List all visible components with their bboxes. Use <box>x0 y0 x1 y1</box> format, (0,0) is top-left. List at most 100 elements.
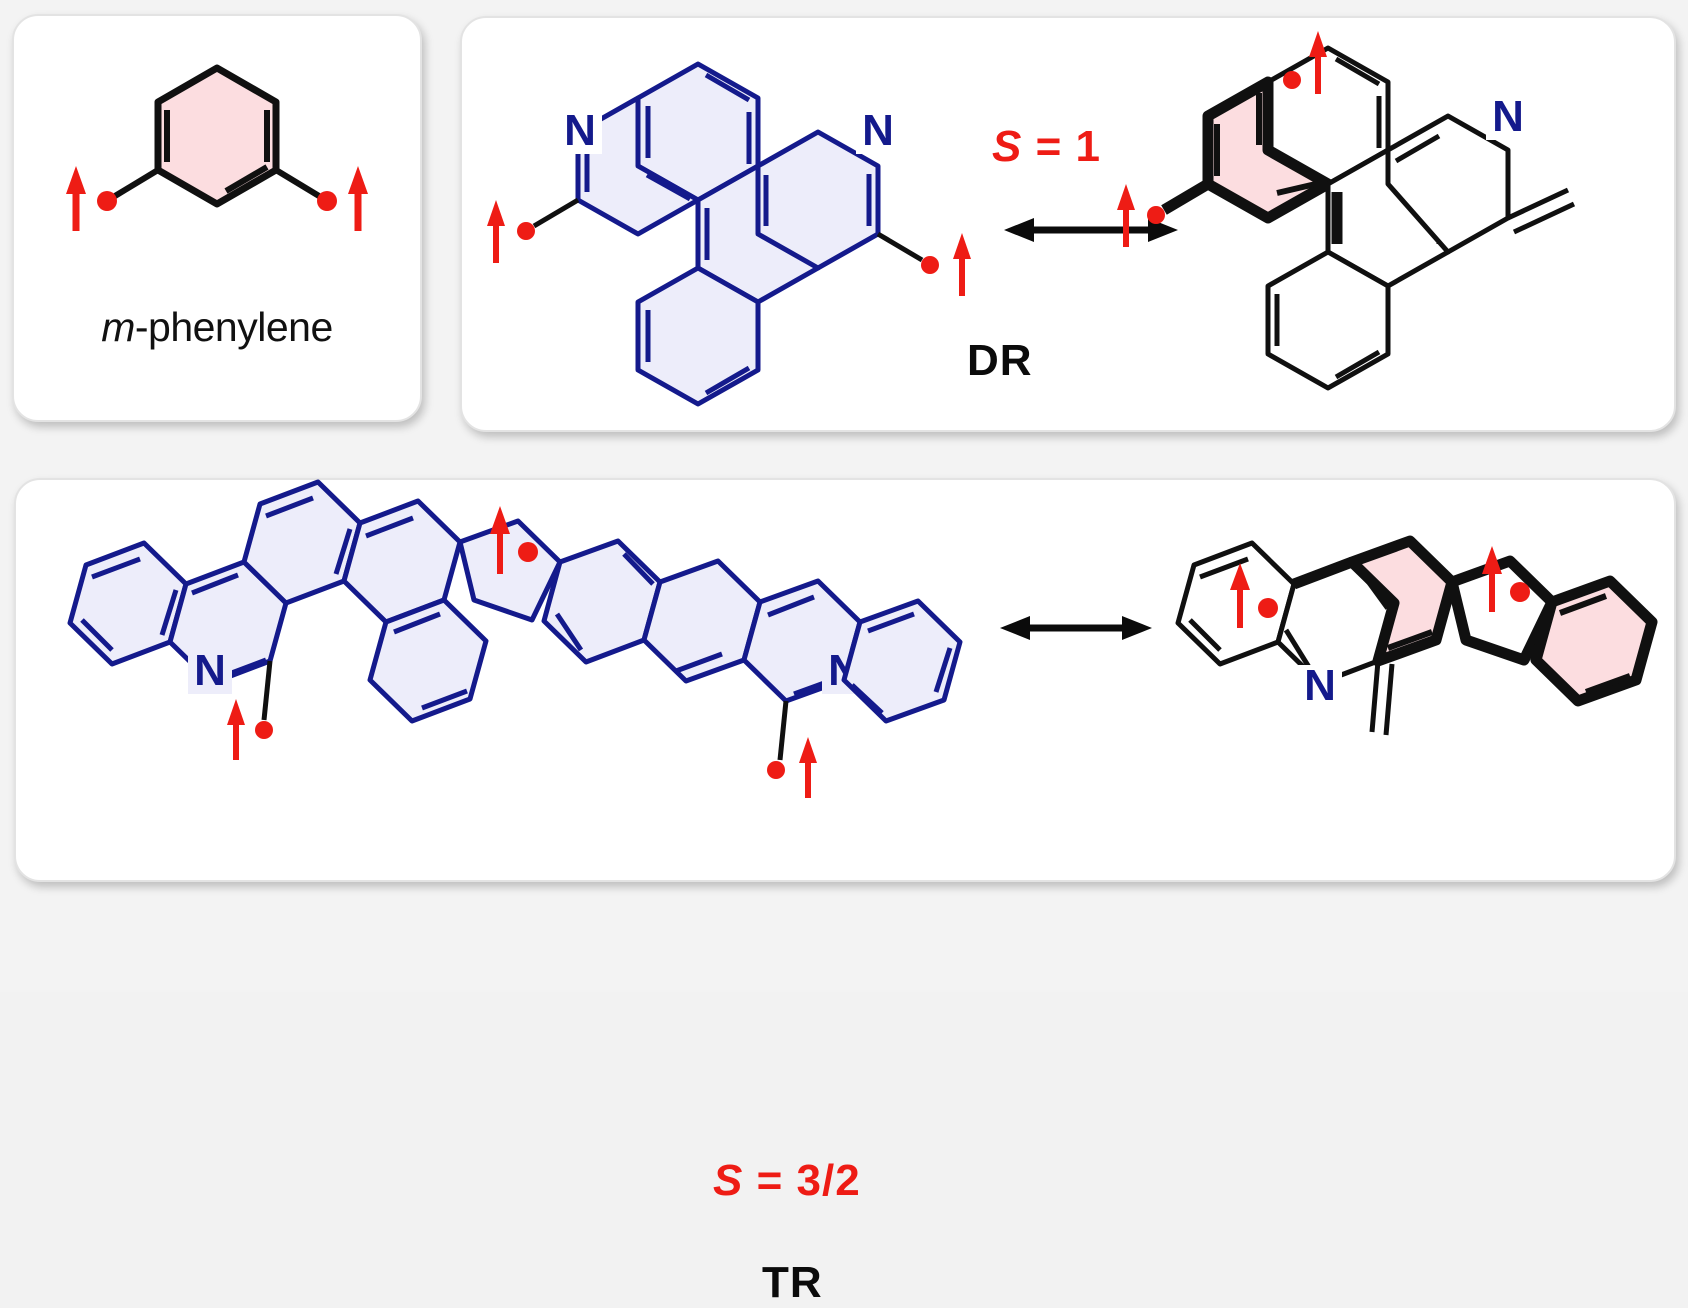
tr-left-naphtho-b-inner-2 <box>393 611 441 635</box>
dr-structures: N N <box>462 18 1674 430</box>
tr-left-ring-naphtho-c <box>541 538 663 665</box>
dr-right-pink-inner-b <box>1276 180 1321 196</box>
tr-svg: N <box>67 479 1658 798</box>
dr-left-pyridine-inner <box>645 172 692 202</box>
tr-right-spin-arrow-2 <box>1482 546 1502 612</box>
dr-spin-label: S = 1 <box>992 122 1101 172</box>
dr-left-n2-bg <box>856 110 900 154</box>
dr-resonance-arrow <box>1004 218 1178 242</box>
tr-right-pink-right-inner-b <box>1584 673 1632 695</box>
tr-left-naphtho-c-inner <box>622 552 655 586</box>
dr-right-spin-arrow-2 <box>1309 31 1327 94</box>
tr-right-benzo-far-inner-b <box>1188 618 1222 652</box>
tr-left-spin-arrow-2 <box>490 506 510 574</box>
dr-left-bottom-inner-b <box>704 365 751 396</box>
dr-right-radical-bond <box>1161 179 1211 215</box>
radical-dot-right <box>317 191 337 211</box>
tr-left-radical-dot-1 <box>255 721 273 739</box>
dr-right-exocyclic-a <box>1506 187 1570 221</box>
tr-right-n1-bg <box>1298 665 1342 709</box>
dr-left-radical-dot-1 <box>517 222 535 240</box>
inner-double-bond-bottom <box>224 164 269 194</box>
dr-right-structure: N <box>1117 31 1576 391</box>
dr-left-ring-bottom <box>635 265 761 407</box>
tr-left-five-ring <box>457 518 563 623</box>
dr-left-n1-bg <box>558 110 602 154</box>
tr-right-benzo-far-inner-a <box>1199 556 1249 580</box>
tr-spin-equals: = <box>756 1156 784 1205</box>
tr-spin-label: S = 3/2 <box>713 1156 861 1206</box>
bond-to-left-radical <box>113 167 160 199</box>
spin-arrow-left <box>66 166 86 231</box>
tr-right-radical-dot-2 <box>1510 582 1530 602</box>
dr-left-nitrogen-2: N <box>862 106 894 155</box>
dr-spin-symbol: S <box>992 122 1023 171</box>
benzene-ring <box>154 64 280 208</box>
dr-right-spin-arrow-1 <box>1117 184 1135 247</box>
bond-to-right-radical <box>274 167 321 199</box>
tr-right-radical-dot-1 <box>1258 598 1278 618</box>
dr-right-bottom-inner-b <box>1334 349 1381 380</box>
tr-left-benzo-far-inner-c <box>159 589 179 636</box>
dr-left-spin-arrow-1 <box>487 200 505 263</box>
figure-canvas: m-phenylene <box>12 14 1676 1307</box>
tr-right-nitrogen-1: N <box>1304 661 1336 710</box>
dr-left-structure: N N <box>487 61 971 407</box>
tr-left-naphtho-a-inner <box>365 515 414 539</box>
tr-left-spin-arrow-3 <box>799 737 817 798</box>
tr-right-structure: N <box>1175 535 1658 736</box>
tr-left-benzo-fr-inner-a <box>867 611 915 634</box>
dr-right-exocyclic-b <box>1512 201 1576 235</box>
dr-svg: N N <box>487 31 1576 407</box>
panel-tr: N <box>14 478 1676 1307</box>
tr-left-n-bg <box>188 650 232 694</box>
tr-type-label: TR <box>762 1258 823 1307</box>
dr-type-label: DR <box>967 336 1033 385</box>
tr-left-benzo-fr-inner-b <box>933 647 953 693</box>
tr-right-pink-right-inner-a <box>1558 593 1608 616</box>
tr-left-nitrogen-1: N <box>194 646 226 695</box>
dr-left-radical-dot-2 <box>921 256 939 274</box>
dr-left-ring-top-inner-b <box>704 72 751 103</box>
tr-spin-value: 3/2 <box>796 1156 861 1205</box>
dr-right-top-inner-a <box>1334 56 1381 87</box>
tr-resonance-arrow <box>1000 616 1152 640</box>
tr-right-pink-left-inner-a <box>1361 573 1391 610</box>
tr-left-naphtho-c-inner-2 <box>554 612 584 652</box>
tr-left-naphtho-d-inner <box>675 651 723 674</box>
dr-right-pyridine-cn-double <box>1394 133 1441 164</box>
caption-suffix: -phenylene <box>134 304 333 350</box>
dr-left-radical-bond-right <box>876 231 924 263</box>
dr-right-radical-dot-2 <box>1283 71 1301 89</box>
dr-right-nitrogen: N <box>1492 92 1524 141</box>
tr-right-exo-left-b <box>1383 663 1395 736</box>
spin-arrow-right <box>348 166 368 231</box>
dr-left-radical-bond-left <box>532 197 580 229</box>
tr-left-pyridine-inner <box>191 572 239 596</box>
tr-left-pyr-right-inner <box>767 594 815 618</box>
tr-left-benzo-far-inner-a <box>91 556 141 580</box>
tr-right-pink-left-inner-b <box>1386 629 1434 651</box>
tr-right-bold-link-left <box>1292 556 1354 590</box>
tr-left-benzo-upper-inner-b <box>333 528 353 575</box>
tr-spin-symbol: S <box>713 1156 744 1205</box>
caption-italic-prefix: m <box>101 304 135 350</box>
dr-left-spin-arrow-2 <box>953 233 971 296</box>
tr-right-spin-arrow-1 <box>1230 563 1250 628</box>
panel-m-phenylene: m-phenylene <box>12 14 422 422</box>
tr-structures: N <box>16 479 1674 880</box>
panel-dr: N N <box>460 16 1676 432</box>
dr-right-ring-bottom <box>1265 249 1391 391</box>
m-phenylene-caption: m-phenylene <box>14 304 420 351</box>
dr-right-radical-dot-1 <box>1147 206 1165 224</box>
tr-right-exo-left-a <box>1369 660 1381 733</box>
benzene-ring-outline <box>154 64 280 208</box>
tr-left-benzo-fr-inner-c <box>850 683 884 715</box>
tr-left-structure: N <box>67 479 963 798</box>
tr-left-radical-bond-1 <box>261 660 273 721</box>
dr-spin-equals: = <box>1035 122 1063 171</box>
tr-left-benzo-upper-inner-a <box>265 495 314 519</box>
m-phenylene-structure <box>14 16 420 420</box>
dr-spin-value: 1 <box>1075 122 1102 171</box>
dr-right-n-bg <box>1486 96 1530 140</box>
